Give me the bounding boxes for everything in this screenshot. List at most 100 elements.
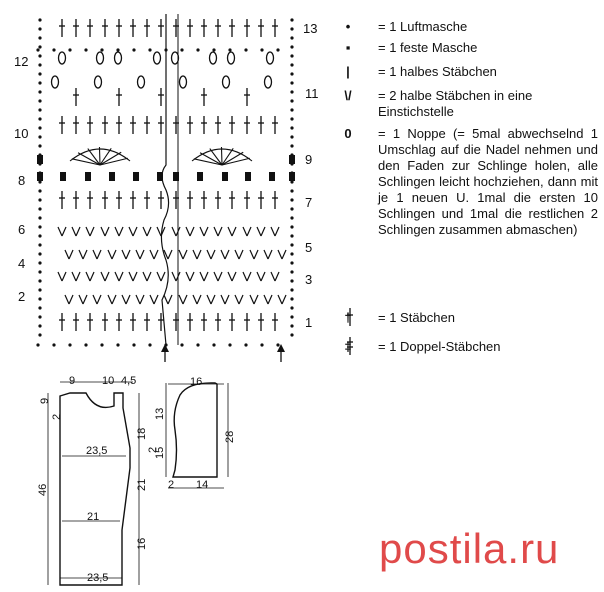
chain-stitch-dot: [196, 48, 200, 52]
border-dot: [38, 90, 42, 94]
v-stitch: [242, 226, 248, 237]
v-stitch: [256, 271, 262, 282]
v-stitch: [153, 294, 159, 305]
v-stitch: [64, 249, 70, 260]
v-stitch: [281, 249, 287, 260]
fan-stitch: [199, 152, 223, 166]
border-dot: [38, 18, 42, 22]
single-crochet-mark: [289, 155, 295, 164]
border-dot: [38, 243, 42, 247]
v-stitch: [263, 294, 269, 305]
bobble-stitch: [95, 51, 105, 65]
dim-left-a: 9: [39, 397, 51, 404]
row-number-6: 6: [18, 222, 26, 237]
border-dot: [38, 306, 42, 310]
border-dot: [290, 72, 294, 76]
border-dot: [38, 108, 42, 112]
chain-stitch-dot: [244, 343, 248, 347]
v-stitch: [213, 226, 219, 237]
chain-stitch-dot: [36, 343, 40, 347]
v-stitch: [270, 271, 276, 282]
single-crochet-mark: [37, 172, 43, 181]
border-dot: [38, 279, 42, 283]
border-dot: [38, 180, 42, 184]
treble-crochet-icon: ‡: [344, 339, 352, 354]
chain-stitch-dot: [52, 48, 56, 52]
border-dot: [38, 99, 42, 103]
v-stitch: [111, 294, 117, 305]
chain-stitch-dot: [84, 343, 88, 347]
fan-arc: [191, 148, 253, 162]
v-stitch: [238, 294, 244, 305]
chain-stitch-dot: [84, 48, 88, 52]
v-stitch: [118, 271, 124, 282]
v-stitch: [253, 249, 259, 260]
double-crochet-icon: †: [344, 310, 352, 325]
border-dot: [290, 243, 294, 247]
row-number-5: 5: [305, 240, 313, 255]
bobble-stitch: [93, 75, 103, 89]
fan-stitch: [209, 148, 223, 166]
fan-stitch: [193, 158, 223, 166]
border-dot: [290, 261, 294, 265]
half-double-crochet-icon: |: [346, 64, 350, 79]
v-stitch: [185, 271, 191, 282]
v-stitch: [156, 226, 162, 237]
single-crochet-mark: [269, 172, 275, 181]
v-stitch: [89, 271, 95, 282]
dim-width-hem: 23,5: [87, 572, 109, 584]
v-stitch: [224, 294, 230, 305]
border-dot: [290, 27, 294, 31]
border-dot: [290, 270, 294, 274]
v-stitch: [104, 226, 110, 237]
v-stitch: [64, 294, 70, 305]
v-stitch: [246, 271, 252, 282]
v-stitch: [78, 294, 84, 305]
v-stitch: [196, 249, 202, 260]
v-stitch: [189, 226, 195, 237]
v-stitch: [57, 226, 63, 237]
v-stitch: [256, 226, 262, 237]
fan-stitch: [221, 151, 244, 166]
bobble-stitch: [263, 75, 273, 89]
v-stitch: [146, 226, 152, 237]
row-number-12: 12: [14, 54, 29, 69]
chain-stitch-dot: [228, 343, 232, 347]
dim-width-waist: 21: [87, 511, 100, 523]
bobble-stitch: [178, 75, 188, 89]
sleeve-dim-cap-a: 13: [154, 407, 166, 420]
v-stitch: [57, 271, 63, 282]
row-number-4: 4: [18, 256, 26, 271]
bobble-stitch: [208, 51, 218, 65]
single-crochet-mark: [109, 172, 115, 181]
border-dot: [290, 216, 294, 220]
sleeve-dim-length: 28: [224, 430, 236, 443]
border-dot: [290, 189, 294, 193]
sleeve-dim-cap-b: 15: [154, 446, 166, 459]
border-dot: [290, 45, 294, 49]
v-stitch: [100, 271, 106, 282]
v-stitch: [71, 271, 77, 282]
border-dot: [38, 63, 42, 67]
v-stitch: [118, 226, 124, 237]
chain-stitch-dot: [180, 48, 184, 52]
v-stitch: [128, 271, 134, 282]
v-stitch: [96, 294, 102, 305]
chain-stitch-dot: [260, 343, 264, 347]
sleeve-dim-cuff-b: 14: [196, 479, 209, 491]
row-number-1: 1: [305, 315, 313, 330]
v-stitch: [227, 271, 233, 282]
sleeve-dim-cuff-a: 2: [168, 479, 175, 491]
v-stitch: [96, 249, 102, 260]
v-stitch: [85, 271, 91, 282]
v-stitch: [253, 294, 259, 305]
v-stitch: [82, 249, 88, 260]
v-stitch: [277, 249, 283, 260]
border-dot: [38, 117, 42, 121]
row-number-8: 8: [18, 173, 26, 188]
border-dot: [290, 135, 294, 139]
border-dot: [38, 135, 42, 139]
dim-top-b: 10: [102, 375, 115, 387]
border-dot: [290, 36, 294, 40]
border-dot: [38, 45, 42, 49]
